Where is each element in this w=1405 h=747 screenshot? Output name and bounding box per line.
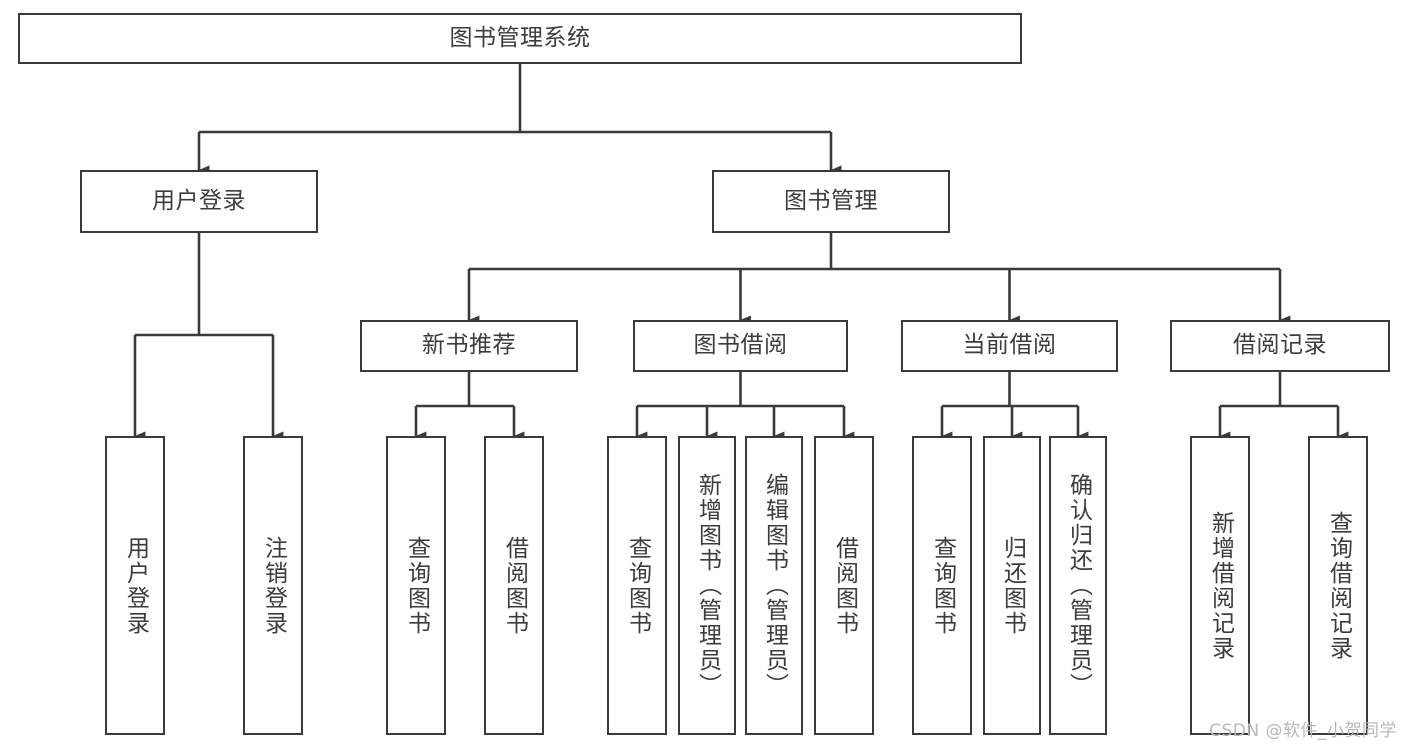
node-n13[interactable]: 查询借阅记录 xyxy=(1308,436,1368,735)
csdn-watermark: CSDN @软件_小贺同学 xyxy=(1209,721,1397,741)
node-label: 用户登录 xyxy=(122,535,149,636)
node-n7[interactable]: 编辑图书（管理员） xyxy=(745,436,803,735)
node-label: 查询图书 xyxy=(403,535,430,636)
node-label: 新增图书（管理员） xyxy=(694,473,721,698)
node-label: 查询图书 xyxy=(624,535,651,636)
node-label: 归还图书 xyxy=(999,535,1026,636)
node-n10[interactable]: 归还图书 xyxy=(983,436,1041,735)
node-label: 借阅记录 xyxy=(1233,332,1327,359)
node-label: 借阅图书 xyxy=(831,535,858,636)
node-l2a[interactable]: 新书推荐 xyxy=(360,320,578,372)
node-label: 借阅图书 xyxy=(501,535,528,636)
node-label: 当前借阅 xyxy=(962,332,1057,359)
node-label: 查询借阅记录 xyxy=(1325,510,1352,661)
node-n9[interactable]: 查询图书 xyxy=(912,436,972,735)
node-label: 图书管理 xyxy=(784,187,878,214)
node-n4[interactable]: 借阅图书 xyxy=(484,436,544,735)
node-l2c[interactable]: 当前借阅 xyxy=(901,320,1118,372)
node-n3[interactable]: 查询图书 xyxy=(386,436,446,735)
node-label: 查询图书 xyxy=(929,535,956,636)
node-l2b[interactable]: 图书借阅 xyxy=(633,320,848,372)
node-label: 注销登录 xyxy=(260,535,287,636)
node-n2[interactable]: 注销登录 xyxy=(243,436,303,735)
node-label: 新增借阅记录 xyxy=(1207,510,1234,661)
node-l1a[interactable]: 用户登录 xyxy=(80,170,318,233)
node-n12[interactable]: 新增借阅记录 xyxy=(1190,436,1250,735)
node-label: 编辑图书（管理员） xyxy=(761,473,788,698)
node-l1b[interactable]: 图书管理 xyxy=(712,170,950,233)
node-label: 确认归还（管理员） xyxy=(1065,473,1092,698)
node-n11[interactable]: 确认归还（管理员） xyxy=(1049,436,1107,735)
node-label: 图书管理系统 xyxy=(449,24,591,51)
node-n5[interactable]: 查询图书 xyxy=(607,436,667,735)
node-n8[interactable]: 借阅图书 xyxy=(814,436,874,735)
node-root[interactable]: 图书管理系统 xyxy=(18,13,1022,64)
node-n1[interactable]: 用户登录 xyxy=(105,436,165,735)
node-label: 图书借阅 xyxy=(693,332,788,359)
node-l2d[interactable]: 借阅记录 xyxy=(1170,320,1390,372)
node-label: 用户登录 xyxy=(152,187,246,214)
node-label: 新书推荐 xyxy=(422,332,516,359)
node-n6[interactable]: 新增图书（管理员） xyxy=(678,436,736,735)
